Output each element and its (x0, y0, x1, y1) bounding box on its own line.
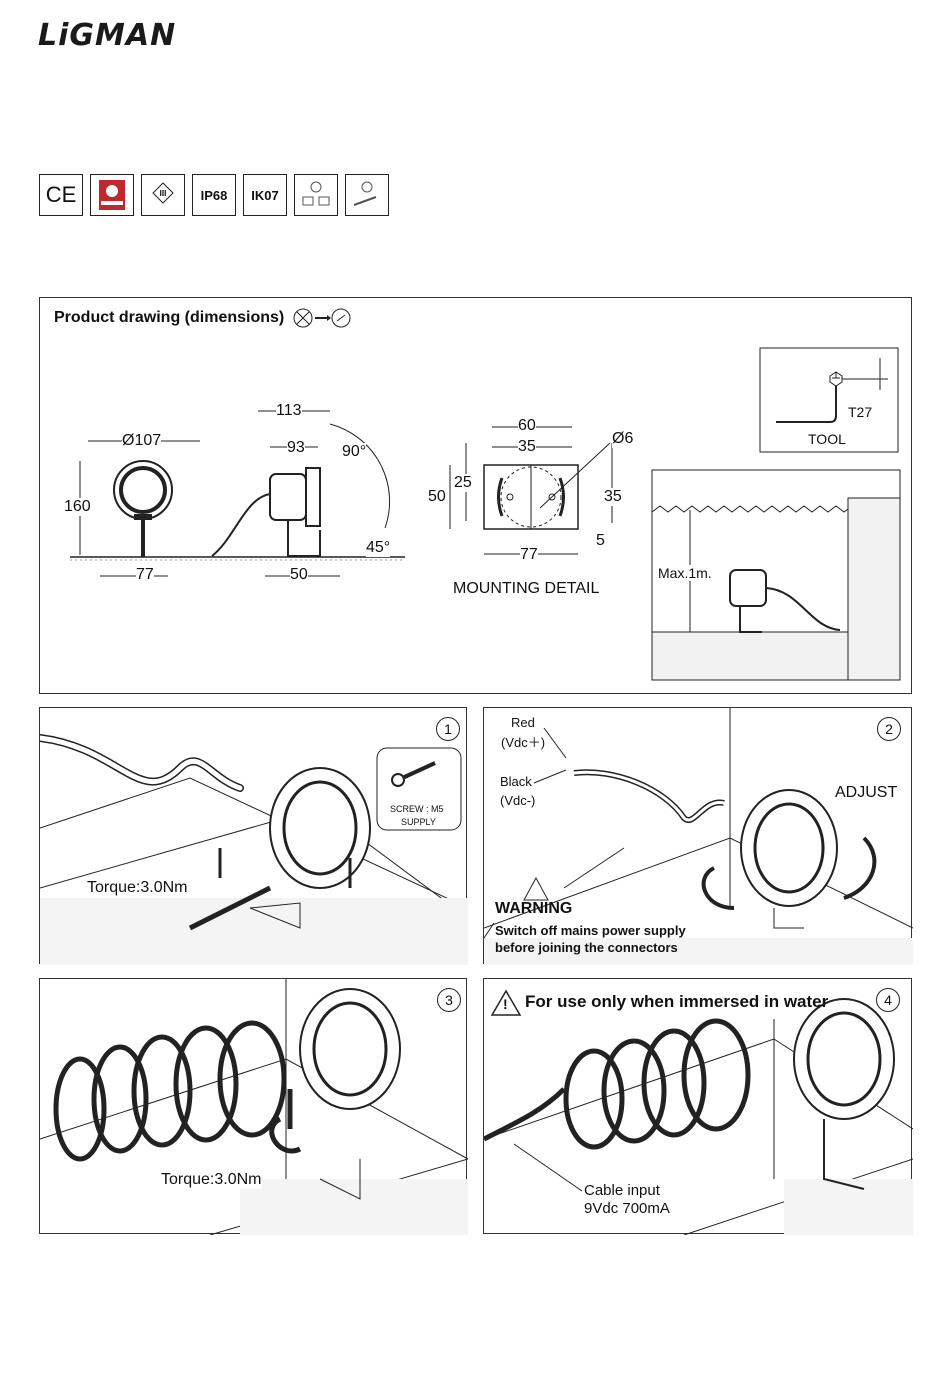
dim-mount-25: 25 (454, 474, 472, 492)
dim-base-77: 77 (136, 566, 154, 584)
product-drawing-title: Product drawing (dimensions) (54, 307, 353, 329)
warning-line-2: before joining the connectors (495, 940, 678, 955)
step-1-panel: 1 Torque:3.0Nm SCREW : M5 SUPPLY (39, 707, 468, 965)
max-depth-label: Max.1m. (658, 565, 712, 581)
svg-text:III: III (160, 189, 167, 198)
ik07-badge: IK07 (243, 174, 287, 216)
ce-mark-icon: CE (39, 174, 83, 216)
step-2-panel: 2 Red (Vdc＋) Black (Vdc-) ADJUST WARNING… (483, 707, 913, 965)
product-drawing-panel: Product drawing (dimensions) (39, 297, 912, 694)
tool-size-label: T27 (848, 404, 873, 420)
step-4-illustration (484, 989, 913, 1235)
dim-mount-60: 60 (518, 417, 536, 435)
dim-angle-45: 45° (366, 539, 391, 557)
class-iii-icon: III (141, 174, 185, 216)
black-wire-polarity: (Vdc-) (500, 793, 536, 808)
tool-icon (345, 174, 389, 216)
ligman-logo: LiGMAN (38, 18, 177, 53)
step-3-torque: Torque:3.0Nm (161, 1171, 262, 1189)
supply-label: SUPPLY (401, 817, 436, 827)
adjust-label: ADJUST (835, 784, 898, 801)
mounting-surface-icon (294, 174, 338, 216)
red-wire-label: Red (511, 715, 535, 730)
warning-line-1: Switch off mains power supply (495, 923, 686, 938)
step-1-number: 1 (436, 717, 460, 741)
dim-hole-6: Ø6 (612, 430, 634, 448)
dim-base-50: 50 (290, 566, 308, 584)
step-4-number: 4 (876, 988, 900, 1012)
black-wire-label: Black (500, 774, 532, 789)
step-3-panel: 3 Torque:3.0Nm (39, 978, 468, 1235)
warning-title: WARNING (495, 900, 573, 917)
screw-label: SCREW : M5 (390, 804, 444, 814)
step-4-panel: ! For use only when immersed in water 4 … (483, 978, 913, 1235)
dim-mount-5: 5 (596, 532, 605, 550)
cable-input-label: Cable input (584, 1182, 660, 1199)
quality-badge-icon (90, 174, 134, 216)
step-2-illustration (484, 708, 913, 965)
drawing-lines (70, 347, 901, 681)
step-1-torque: Torque:3.0Nm (87, 879, 188, 896)
dim-diameter-107: Ø107 (122, 432, 162, 450)
ip68-badge: IP68 (192, 174, 236, 216)
step-3-illustration (40, 979, 468, 1235)
step-1-illustration (40, 734, 468, 965)
step-4-heading: For use only when immersed in water (525, 992, 829, 1011)
dim-mount-50: 50 (428, 488, 446, 506)
certification-icons: CE III IP68 IK07 (39, 174, 389, 216)
dim-height-160: 160 (64, 498, 91, 516)
step-3-number: 3 (437, 988, 461, 1012)
dim-length-93: 93 (287, 439, 305, 457)
dim-mount-35: 35 (518, 438, 536, 456)
tool-label: TOOL (808, 431, 846, 447)
mounting-detail-label: MOUNTING DETAIL (453, 580, 600, 597)
red-wire-polarity: (Vdc＋) (501, 735, 546, 750)
warning-icon: ! (503, 996, 508, 1012)
cable-rating-label: 9Vdc 700mA (584, 1200, 670, 1217)
step-2-number: 2 (877, 717, 901, 741)
dim-angle-90: 90° (342, 443, 367, 461)
dim-length-113: 113 (276, 402, 302, 420)
dim-mount-35-vertical: 35 (604, 488, 622, 506)
dim-mount-77: 77 (520, 546, 538, 564)
